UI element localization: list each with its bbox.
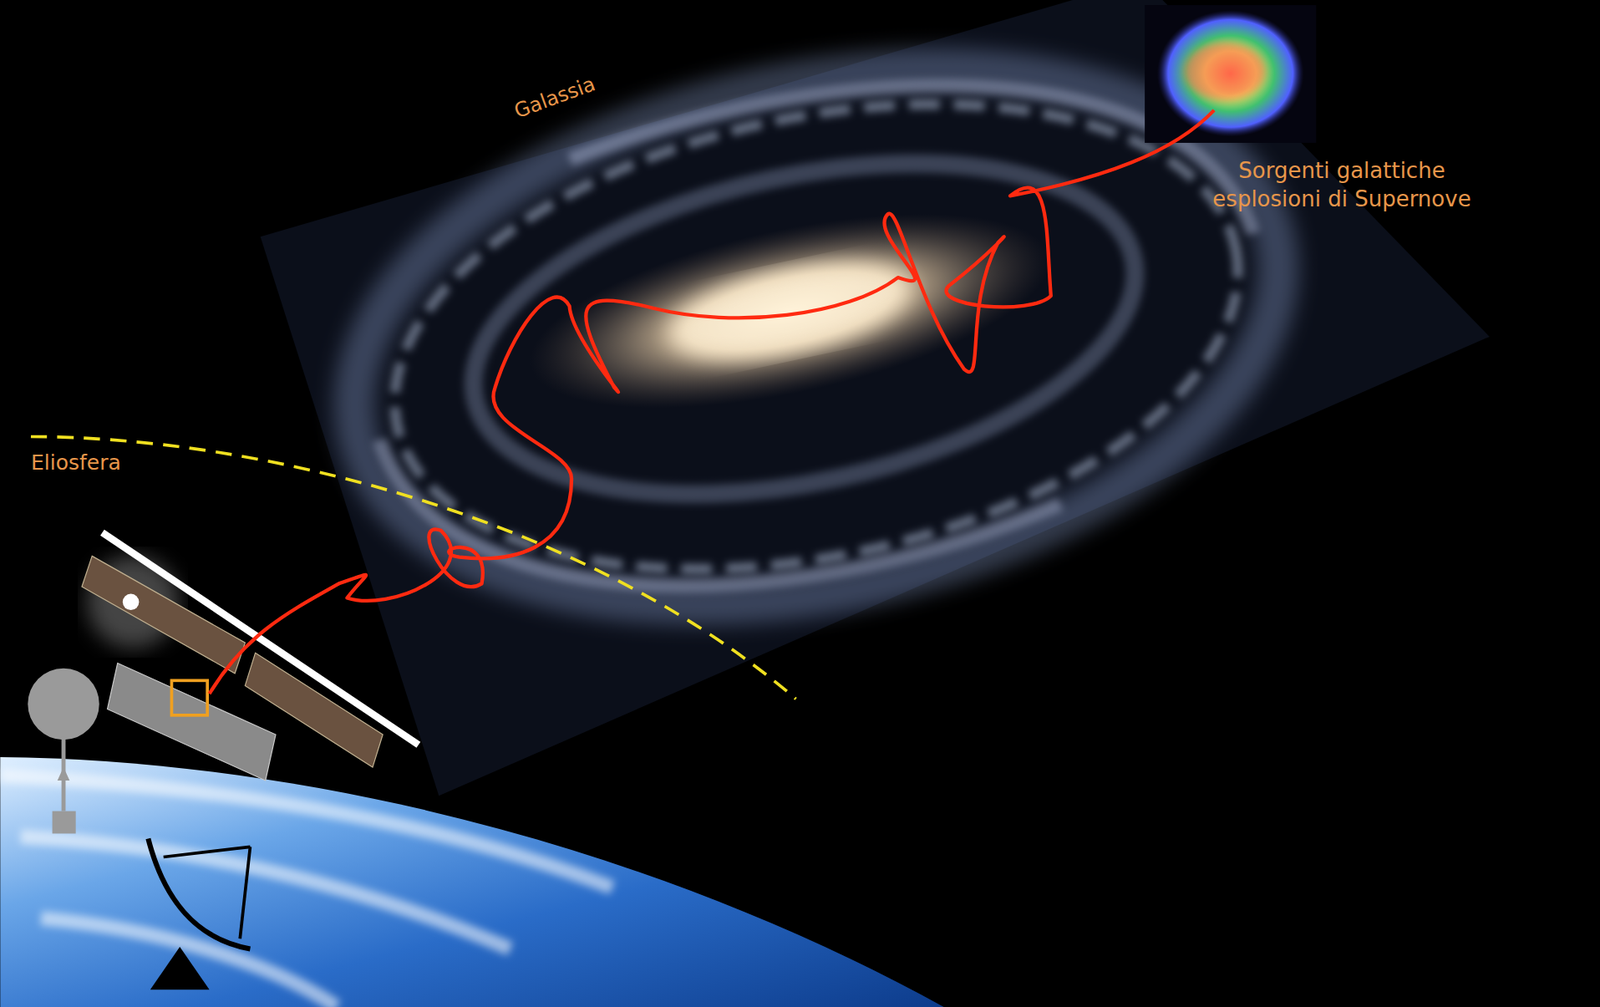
ground-telescope [147,838,250,991]
balloon [27,668,99,834]
space-station [81,532,419,781]
earth [0,756,944,1007]
galaxy-image [260,0,1490,796]
earth-clouds [0,775,613,1007]
heliosphere-label: Eliosfera [30,449,122,478]
source-label: Sorgenti galattiche esplosioni di Supern… [1203,157,1480,214]
heliosphere-boundary [30,436,797,700]
galaxy-label: Galassia [510,71,600,125]
cosmic-ray-path [209,110,1215,694]
supernova-inset [1144,5,1316,143]
